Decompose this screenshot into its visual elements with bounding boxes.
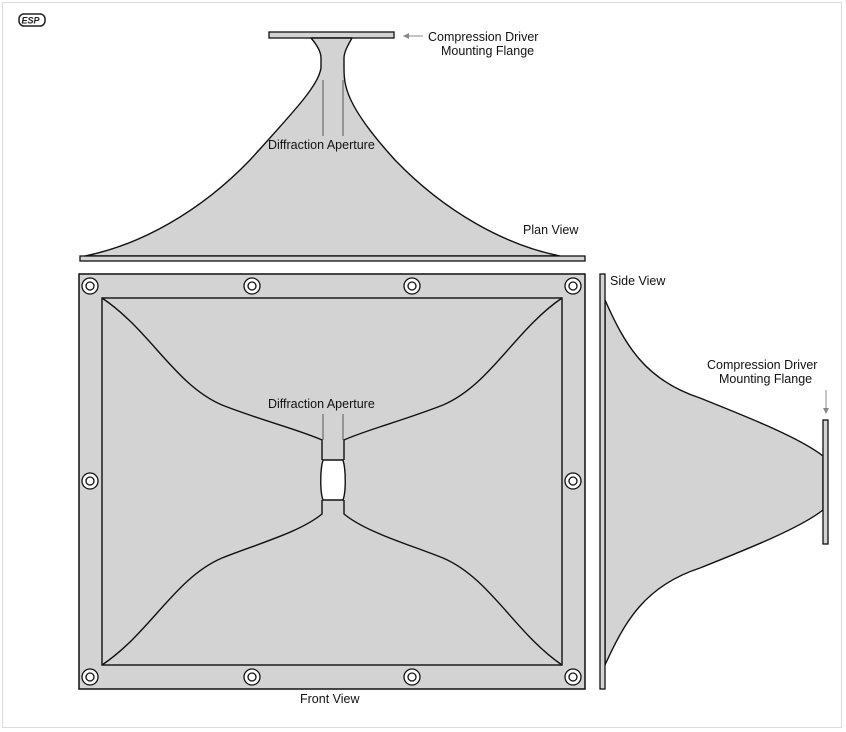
plan-view-label: Plan View <box>523 223 579 237</box>
top-flange-label-line1: Compression Driver <box>428 30 538 44</box>
front-aperture-label: Diffraction Aperture <box>268 397 375 411</box>
side-flange-label-line1: Compression Driver <box>707 358 817 372</box>
top-flange-label-line2: Mounting Flange <box>441 44 534 58</box>
front-throat <box>320 459 346 501</box>
plan-mouth-flange <box>79 255 586 262</box>
side-horn-body <box>604 299 824 666</box>
bolt-hole <box>81 472 99 490</box>
side-flange-label-line2: Mounting Flange <box>719 372 812 386</box>
bolt-hole <box>403 668 421 686</box>
bolt-hole <box>81 668 99 686</box>
bolt-hole <box>564 668 582 686</box>
plan-view <box>79 31 586 262</box>
plan-driver-flange <box>268 31 395 39</box>
bolt-hole <box>81 277 99 295</box>
side-view <box>599 273 829 690</box>
front-flare-lower <box>101 500 563 666</box>
front-flare-upper <box>101 297 563 460</box>
bolt-hole <box>564 472 582 490</box>
bolt-hole <box>243 668 261 686</box>
bolt-holes <box>81 277 582 686</box>
bolt-hole <box>243 277 261 295</box>
side-mouth-flange <box>599 273 606 690</box>
esp-logo-text: ESP <box>22 16 41 26</box>
front-view <box>78 273 586 690</box>
esp-logo: ESP <box>18 13 46 27</box>
front-view-label: Front View <box>300 692 360 706</box>
plan-aperture-label: Diffraction Aperture <box>268 138 375 152</box>
side-view-label: Side View <box>610 274 666 288</box>
bolt-hole <box>564 277 582 295</box>
side-driver-flange <box>822 419 829 545</box>
bolt-hole <box>403 277 421 295</box>
